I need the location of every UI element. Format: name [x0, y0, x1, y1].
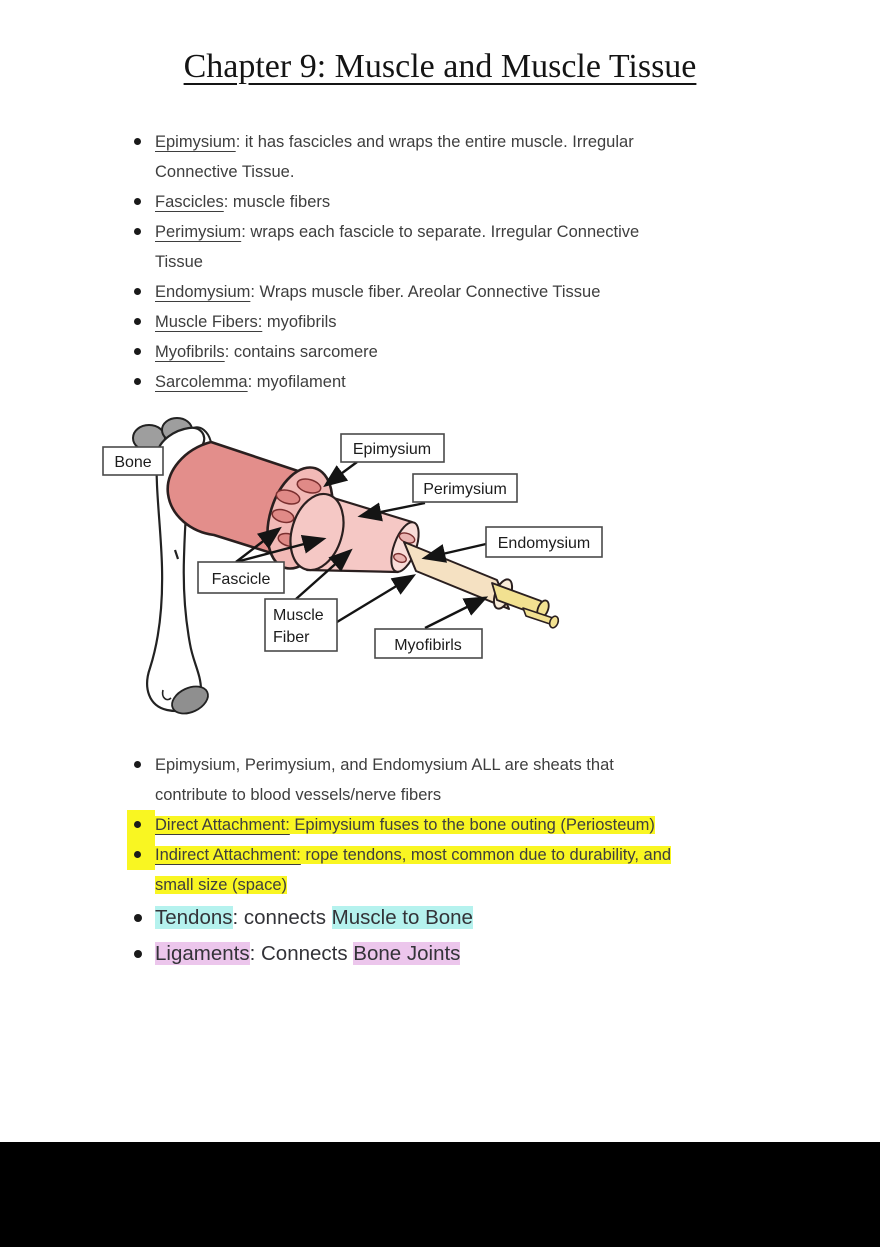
muscle-illustration — [166, 440, 560, 629]
note-rest: : contains sarcomere — [224, 343, 378, 361]
diagram-labels: Bone Epimysium Perimysium Endomysium Fas… — [102, 433, 603, 659]
note-term: Indirect Attachment: — [155, 846, 301, 864]
bone-label: Bone — [114, 454, 151, 471]
note-text: Indirect Attachment: rope tendons, most … — [155, 840, 672, 900]
bullet-icon — [127, 367, 155, 397]
definitions-list: Epimysium: it has fascicles and wraps th… — [127, 127, 817, 397]
note-item-muscle-fibers: Muscle Fibers: myofibrils — [127, 307, 817, 337]
note-item-myofibrils: Myofibrils: contains sarcomere — [127, 337, 817, 367]
note-term: Muscle Fibers: — [155, 313, 263, 331]
note-text: Endomysium: Wraps muscle fiber. Areolar … — [155, 277, 600, 307]
note-text: Tendons: connects Muscle to Bone — [155, 900, 473, 936]
note-text: Epimysium: it has fascicles and wraps th… — [155, 127, 634, 187]
ligaments-mid: : Connects — [249, 942, 354, 965]
fascicle-label: Fascicle — [212, 571, 271, 588]
bullet-icon — [127, 840, 155, 870]
note-text: Muscle Fibers: myofibrils — [155, 307, 337, 337]
fascicle-label-box — [197, 561, 285, 594]
note-item-ligaments: Ligaments: Connects Bone Joints — [127, 936, 817, 972]
ligaments-highlight: Ligaments — [155, 942, 250, 965]
note-term: Direct Attachment: — [155, 816, 290, 834]
tendons-target-highlight: Muscle to Bone — [331, 906, 473, 929]
ligaments-target-highlight: Bone Joints — [353, 942, 461, 965]
page-title-text: Chapter 9: Muscle and Muscle Tissue — [183, 48, 697, 85]
note-text: Fascicles: muscle fibers — [155, 187, 330, 217]
bone-illustration — [132, 417, 213, 715]
note-text: Myofibrils: contains sarcomere — [155, 337, 378, 367]
muscle-fiber-label-box — [264, 598, 338, 652]
bullet-icon — [127, 337, 155, 367]
note-term: Epimysium — [155, 133, 236, 151]
note-rest: : myofilament — [247, 373, 346, 391]
note-text: Perimysium: wraps each fascicle to separ… — [155, 217, 639, 277]
note-rest: : it has fascicles and wraps the entire … — [155, 133, 634, 181]
note-rest: : muscle fibers — [223, 193, 331, 211]
note-term: Endomysium — [155, 283, 251, 301]
epimysium-label-box — [340, 433, 445, 463]
note-rest: Epimysium fuses to the bone outing (Peri… — [289, 816, 655, 834]
attachments-list: Epimysium, Perimysium, and Endomysium AL… — [127, 750, 817, 972]
muscle-anatomy-diagram: Bone Epimysium Perimysium Endomysium Fas… — [102, 417, 603, 715]
note-rest: : Wraps muscle fiber. Areolar Connective… — [250, 283, 601, 301]
epimysium-label: Epimysium — [353, 441, 431, 458]
note-text: Direct Attachment: Epimysium fuses to th… — [155, 810, 655, 840]
note-text: Sarcolemma: myofilament — [155, 367, 346, 397]
note-term: Fascicles — [155, 193, 224, 211]
bullet-icon — [127, 277, 155, 307]
note-rest: myofibrils — [262, 313, 337, 331]
note-item-perimysium: Perimysium: wraps each fascicle to separ… — [127, 217, 817, 277]
note-item-epimysium: Epimysium: it has fascicles and wraps th… — [127, 127, 817, 187]
perimysium-label: Perimysium — [423, 481, 507, 498]
bullet-icon — [127, 127, 155, 157]
note-text: Epimysium, Perimysium, and Endomysium AL… — [155, 750, 614, 810]
note-item-endomysium: Endomysium: Wraps muscle fiber. Areolar … — [127, 277, 817, 307]
note-plain: Epimysium, Perimysium, and Endomysium AL… — [155, 756, 614, 804]
muscle-fiber-label-line2: Fiber — [273, 629, 310, 646]
note-term: Myofibrils — [155, 343, 225, 361]
note-rest: : wraps each fascicle to separate. Irreg… — [155, 223, 640, 271]
myofibrils-label-box — [374, 628, 483, 659]
bullet-icon — [127, 217, 155, 247]
note-term: Perimysium — [155, 223, 242, 241]
bullet-icon — [127, 810, 155, 840]
bullet-icon — [127, 750, 155, 780]
bullet-icon — [127, 900, 155, 936]
note-item-fascicles: Fascicles: muscle fibers — [127, 187, 817, 217]
endomysium-label: Endomysium — [498, 535, 590, 552]
letterbox-bottom-bar — [0, 1142, 880, 1247]
note-item-sheaths: Epimysium, Perimysium, and Endomysium AL… — [127, 750, 817, 810]
bone-label-box — [102, 446, 164, 476]
note-item-tendons: Tendons: connects Muscle to Bone — [127, 900, 817, 936]
note-term: Sarcolemma — [155, 373, 248, 391]
bullet-icon — [127, 187, 155, 217]
tendons-mid: : connects — [232, 906, 332, 929]
note-item-direct-attachment: Direct Attachment: Epimysium fuses to th… — [127, 810, 817, 840]
tendons-highlight: Tendons — [155, 906, 233, 929]
muscle-fiber-label-line1: Muscle — [273, 607, 324, 624]
myofibrils-label: Myofibirls — [394, 637, 462, 654]
page-title: Chapter 9: Muscle and Muscle Tissue — [0, 48, 880, 86]
perimysium-label-box — [412, 473, 518, 503]
note-item-indirect-attachment: Indirect Attachment: rope tendons, most … — [127, 840, 817, 900]
note-text: Ligaments: Connects Bone Joints — [155, 936, 461, 972]
note-item-sarcolemma: Sarcolemma: myofilament — [127, 367, 817, 397]
bullet-icon — [127, 936, 155, 972]
diagram-arrows — [235, 461, 489, 630]
endomysium-label-box — [485, 526, 603, 558]
bullet-icon — [127, 307, 155, 337]
